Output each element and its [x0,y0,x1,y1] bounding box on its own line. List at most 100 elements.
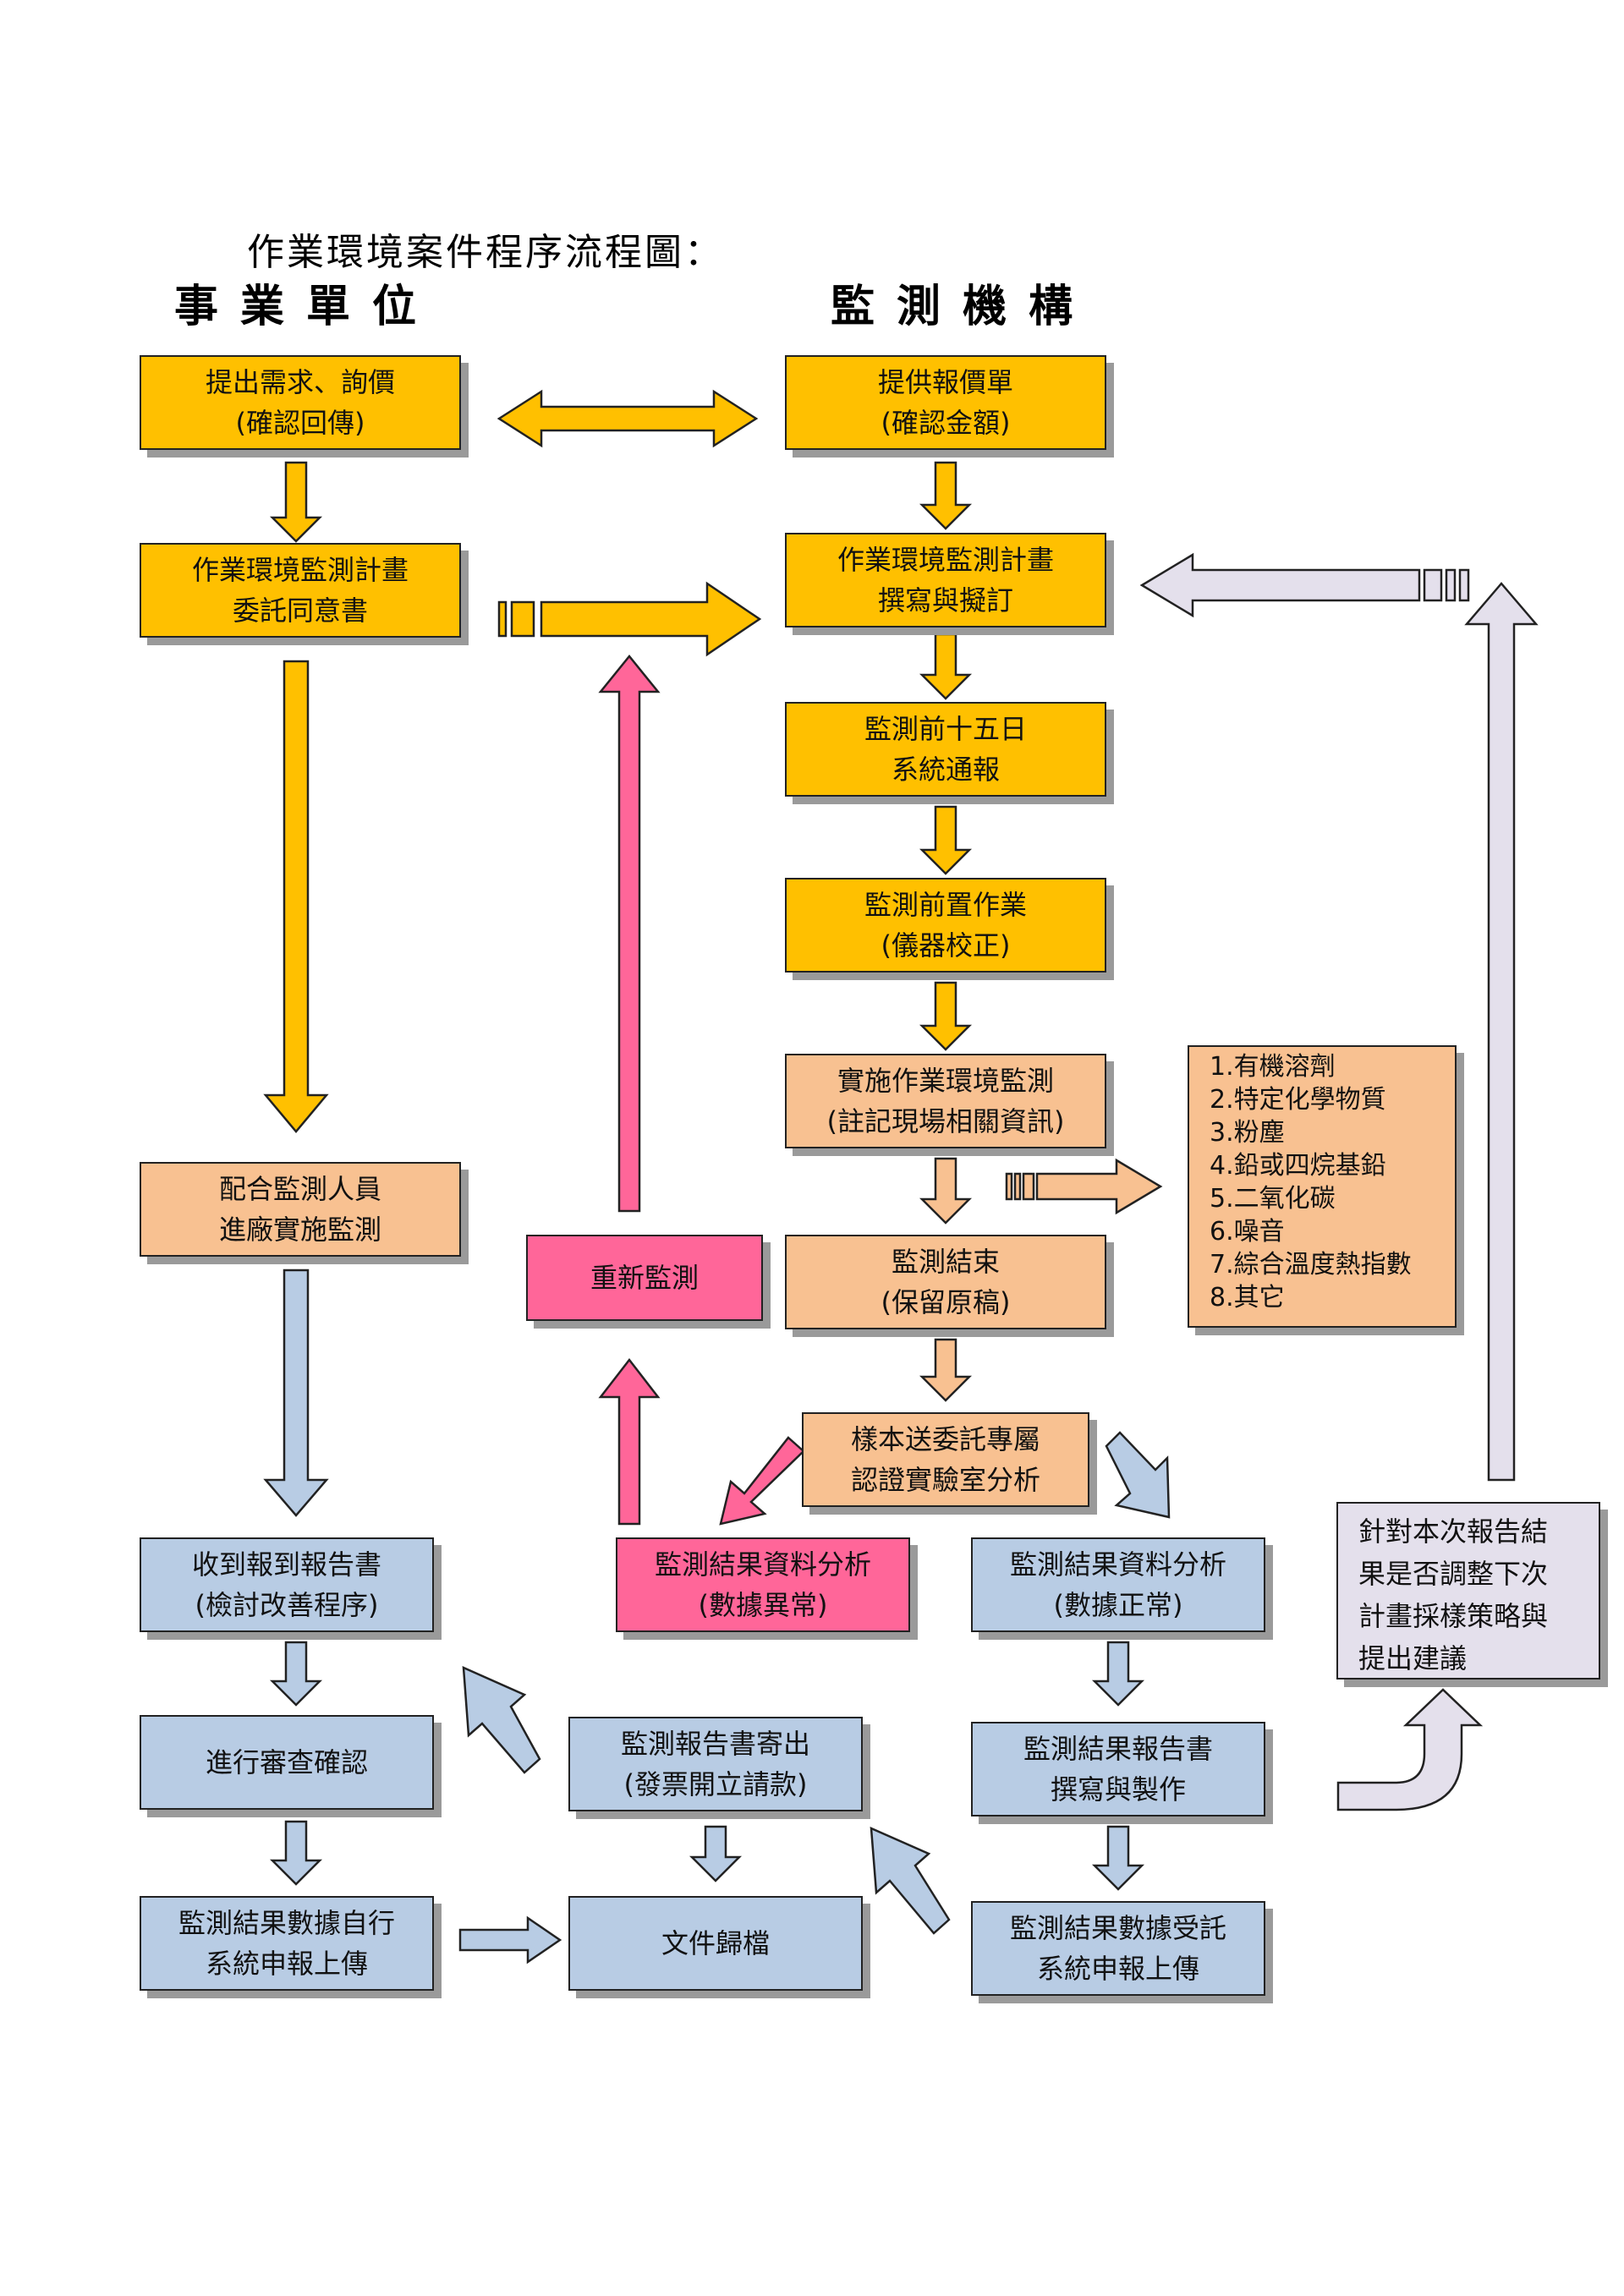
node-end-line1: 監測結束 [891,1246,1000,1278]
arrow-double-inquiry-quote [497,389,759,448]
monitoring-item: 2.特定化學物質 [1210,1085,1386,1115]
arrow-stripe [1458,568,1470,602]
node-advice: 針對本次報告結 果是否調整下次 計畫採樣策略與 提出建議 [1336,1502,1600,1680]
arrow-left-to-plan [1139,552,1421,618]
node-receive-line1: 收到報到報告書 [191,1548,381,1581]
arrow-stripe [1022,1172,1035,1201]
arrow-stripe [497,600,508,638]
node-notify-line2: 系統通報 [891,753,1000,786]
node-normal-line1: 監測結果資料分析 [1009,1548,1226,1581]
arrow-stripe [1005,1172,1013,1201]
node-remonitor: 重新監測 [526,1235,763,1321]
node-implement-line1: 實施作業環境監測 [837,1065,1054,1097]
node-write-report-line2: 撰寫與製作 [1050,1773,1186,1806]
arrow-down-quote-plan [919,461,973,530]
column-header-left: 事業單位 [174,281,439,332]
monitoring-item: 3.粉塵 [1210,1118,1285,1148]
node-implement-line2: (註記現場相關資訊) [826,1105,1065,1137]
arrow-stripe [1423,568,1443,602]
node-inquiry-line2: (確認回傳) [235,407,365,439]
arrow-stripe [510,600,535,638]
arrow-diag-sample-normal [1105,1431,1171,1519]
arrow-right-consent-plan [540,581,762,657]
node-inquiry: 提出需求、詢價 (確認回傳) [140,355,461,450]
node-cooperate-line2: 進廠實施監測 [218,1214,381,1246]
node-sample: 樣本送委託專屬 認證實驗室分析 [802,1412,1089,1507]
node-write-report: 監測結果報告書 撰寫與製作 [971,1722,1265,1817]
node-consent: 作業環境監測計畫 委託同意書 [140,543,461,638]
node-sample-line2: 認證實驗室分析 [850,1464,1040,1496]
arrow-right-implement-items [1035,1158,1163,1215]
node-write-report-line1: 監測結果報告書 [1023,1733,1213,1765]
node-review: 進行審查確認 [140,1715,434,1810]
node-mail: 監測報告書寄出 (發票開立請款) [568,1717,863,1811]
monitoring-item: 4.鉛或四烷基鉛 [1210,1151,1386,1181]
arrow-stripe [1445,568,1457,602]
arrow-diag-mail-receive [462,1666,541,1774]
node-agent-upload: 監測結果數據受託 系統申報上傳 [971,1901,1265,1996]
node-abnormal: 監測結果資料分析 (數據異常) [616,1537,910,1632]
arrow-down-normal-report [1091,1641,1145,1707]
node-plan-line2: 撰寫與擬訂 [877,584,1013,616]
node-abnormal-line2: (數據異常) [698,1589,828,1621]
node-archive-line1: 文件歸檔 [661,1927,770,1959]
arrow-down-report-agentupload [1091,1825,1145,1891]
node-implement: 實施作業環境監測 (註記現場相關資訊) [785,1054,1106,1148]
node-mail-line1: 監測報告書寄出 [620,1728,810,1760]
arrow-up-abnormal-remonitor [598,1357,661,1526]
node-prep-line2: (儀器校正) [881,929,1011,962]
node-remonitor-line1: 重新監測 [590,1262,699,1294]
node-agent-upload-line2: 系統申報上傳 [1036,1953,1199,1985]
node-receive-line2: (檢討改善程序) [195,1589,379,1621]
arrow-down-notify-prep [919,805,973,875]
arrow-down-consent-cooperate [263,660,329,1133]
arrow-up-remonitor-plan [598,655,661,1213]
node-prep: 監測前置作業 (儀器校正) [785,878,1106,973]
node-normal: 監測結果資料分析 (數據正常) [971,1537,1265,1632]
arrow-right-selfupload-archive [458,1915,562,1964]
node-consent-line2: 委託同意書 [232,595,368,627]
node-quote: 提供報價單 (確認金額) [785,355,1106,450]
arrow-down-prep-implement [919,981,973,1051]
node-quote-line2: (確認金額) [881,407,1011,439]
monitoring-item: 1.有機溶劑 [1210,1052,1336,1082]
node-agent-upload-line1: 監測結果數據受託 [1009,1912,1226,1944]
node-mail-line2: (發票開立請款) [623,1768,808,1800]
arrow-down-receive-review [269,1641,323,1707]
node-advice-line4: 提出建議 [1358,1642,1468,1674]
node-receive: 收到報到報告書 (檢討改善程序) [140,1537,434,1632]
node-inquiry-line1: 提出需求、詢價 [205,366,395,398]
monitoring-item: 7.綜合溫度熱指數 [1210,1250,1412,1280]
node-archive: 文件歸檔 [568,1896,863,1991]
monitoring-item: 6.噪音 [1210,1217,1285,1247]
arrow-down-review-selfupload [269,1820,323,1886]
arrow-down-end-sample [919,1338,973,1402]
node-plan-line1: 作業環境監測計畫 [837,544,1054,576]
node-cooperate-line1: 配合監測人員 [218,1173,381,1205]
arrow-diag-sample-abnormal [719,1436,805,1526]
monitoring-item: 5.二氧化碳 [1210,1184,1336,1214]
arrow-down-inquiry-consent [269,461,323,543]
monitoring-item: 8.其它 [1210,1283,1285,1312]
node-review-line1: 進行審查確認 [205,1746,368,1778]
node-advice-line1: 針對本次報告結 [1358,1515,1549,1548]
arrow-down-implement-end [919,1157,973,1225]
page-title: 作業環境案件程序流程圖： [247,231,724,274]
arrow-down-cooperate-receive [263,1269,329,1517]
arrow-down-plan-notify [919,633,973,700]
node-notify: 監測前十五日 系統通報 [785,702,1106,797]
node-notify-line1: 監測前十五日 [864,713,1027,745]
arrow-up-advice-plan [1464,582,1539,1482]
arrow-curved-to-advice [1336,1688,1484,1811]
node-normal-line2: (數據正常) [1053,1589,1183,1621]
node-end-line2: (保留原稿) [881,1286,1011,1318]
arrow-diag-agentupload-mail [870,1827,951,1935]
monitoring-items-list: 1.有機溶劑 2.特定化學物質 3.粉塵 4.鉛或四烷基鉛 5.二氧化碳 6.噪… [1188,1045,1457,1328]
arrow-down-mail-archive [689,1825,743,1882]
node-prep-line1: 監測前置作業 [864,889,1027,921]
node-quote-line1: 提供報價單 [877,366,1013,398]
column-header-right: 監測機構 [831,281,1095,332]
node-consent-line1: 作業環境監測計畫 [191,554,409,586]
